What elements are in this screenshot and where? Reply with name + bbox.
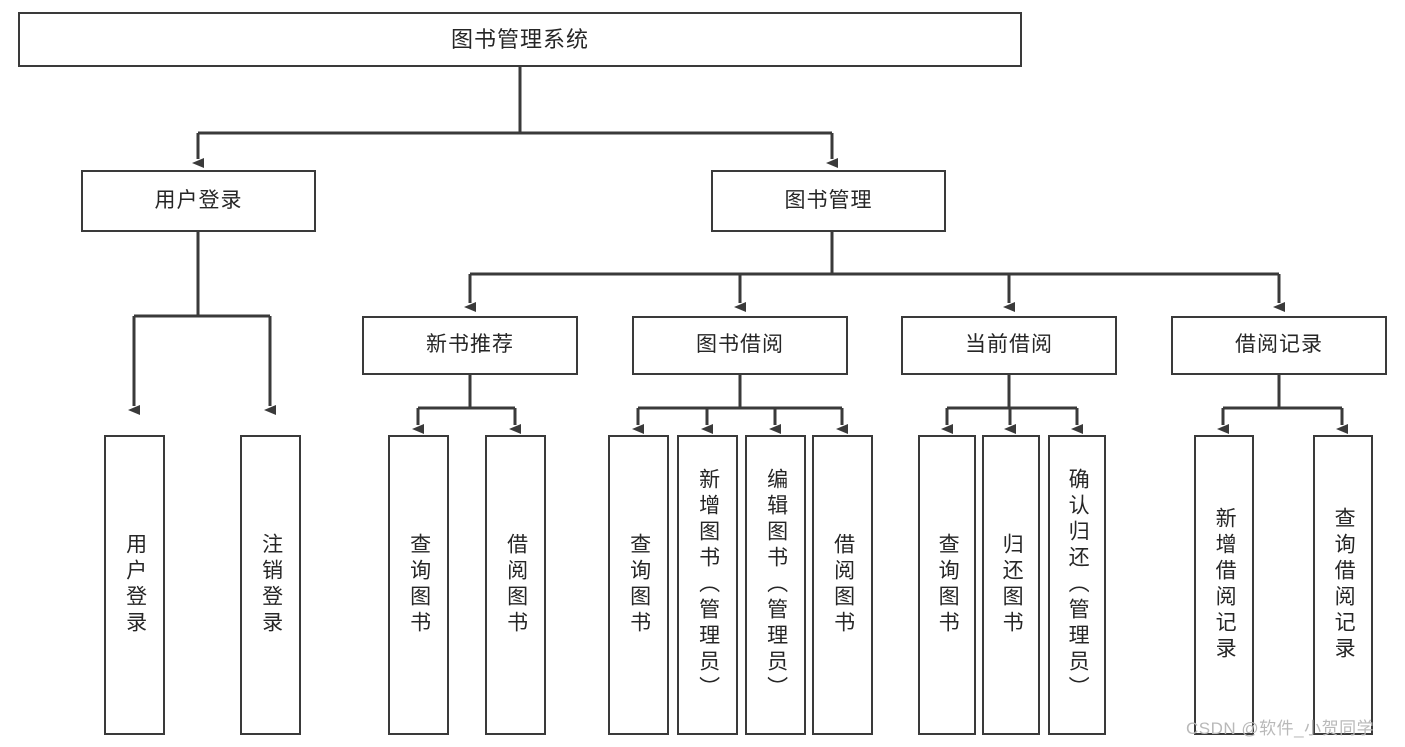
leaf-book-borrow-query[interactable]: 查询图书 (608, 435, 669, 735)
node-label: 新增借阅记录 (1213, 507, 1237, 663)
node-label: 注销登录 (259, 533, 283, 637)
node-label: 借阅图书 (831, 533, 855, 637)
node-label: 图书借阅 (696, 333, 784, 357)
node-label: 确认归还（管理员） (1066, 468, 1090, 702)
node-label: 图书管理 (784, 188, 873, 212)
node-label: 借阅记录 (1235, 333, 1323, 357)
leaf-new-book-query[interactable]: 查询图书 (388, 435, 449, 735)
node-label: 归还图书 (1000, 533, 1024, 637)
node-user-login[interactable]: 用户登录 (81, 170, 316, 232)
node-label: 新书推荐 (426, 333, 514, 357)
leaf-user-login-login[interactable]: 用户登录 (104, 435, 165, 735)
leaf-user-login-logout[interactable]: 注销登录 (240, 435, 301, 735)
node-root-system[interactable]: 图书管理系统 (18, 12, 1022, 67)
node-book-borrow[interactable]: 图书借阅 (632, 316, 848, 375)
leaf-borrow-record-add[interactable]: 新增借阅记录 (1194, 435, 1254, 735)
node-current-borrow[interactable]: 当前借阅 (901, 316, 1117, 375)
leaf-book-borrow-edit[interactable]: 编辑图书（管理员） (745, 435, 806, 735)
node-new-book-recommend[interactable]: 新书推荐 (362, 316, 578, 375)
node-borrow-record[interactable]: 借阅记录 (1171, 316, 1387, 375)
node-label: 编辑图书（管理员） (764, 468, 788, 702)
leaf-current-borrow-return[interactable]: 归还图书 (982, 435, 1040, 735)
node-label: 查询图书 (627, 533, 651, 637)
leaf-current-borrow-confirm-return[interactable]: 确认归还（管理员） (1048, 435, 1106, 735)
leaf-current-borrow-query[interactable]: 查询图书 (918, 435, 976, 735)
node-label: 查询借阅记录 (1332, 507, 1356, 663)
leaf-new-book-borrow[interactable]: 借阅图书 (485, 435, 546, 735)
leaf-book-borrow-borrow[interactable]: 借阅图书 (812, 435, 873, 735)
leaf-book-borrow-add[interactable]: 新增图书（管理员） (677, 435, 738, 735)
watermark-text: CSDN @软件_小贺同学 (1186, 719, 1375, 738)
node-label: 用户登录 (154, 188, 243, 212)
node-book-management[interactable]: 图书管理 (711, 170, 946, 232)
node-label: 查询图书 (936, 533, 960, 637)
node-label: 图书管理系统 (450, 26, 589, 52)
node-label: 借阅图书 (504, 533, 528, 637)
node-label: 用户登录 (123, 533, 147, 637)
node-label: 查询图书 (407, 533, 431, 637)
node-label: 新增图书（管理员） (696, 468, 720, 702)
node-label: 当前借阅 (965, 333, 1053, 357)
leaf-borrow-record-query[interactable]: 查询借阅记录 (1313, 435, 1373, 735)
